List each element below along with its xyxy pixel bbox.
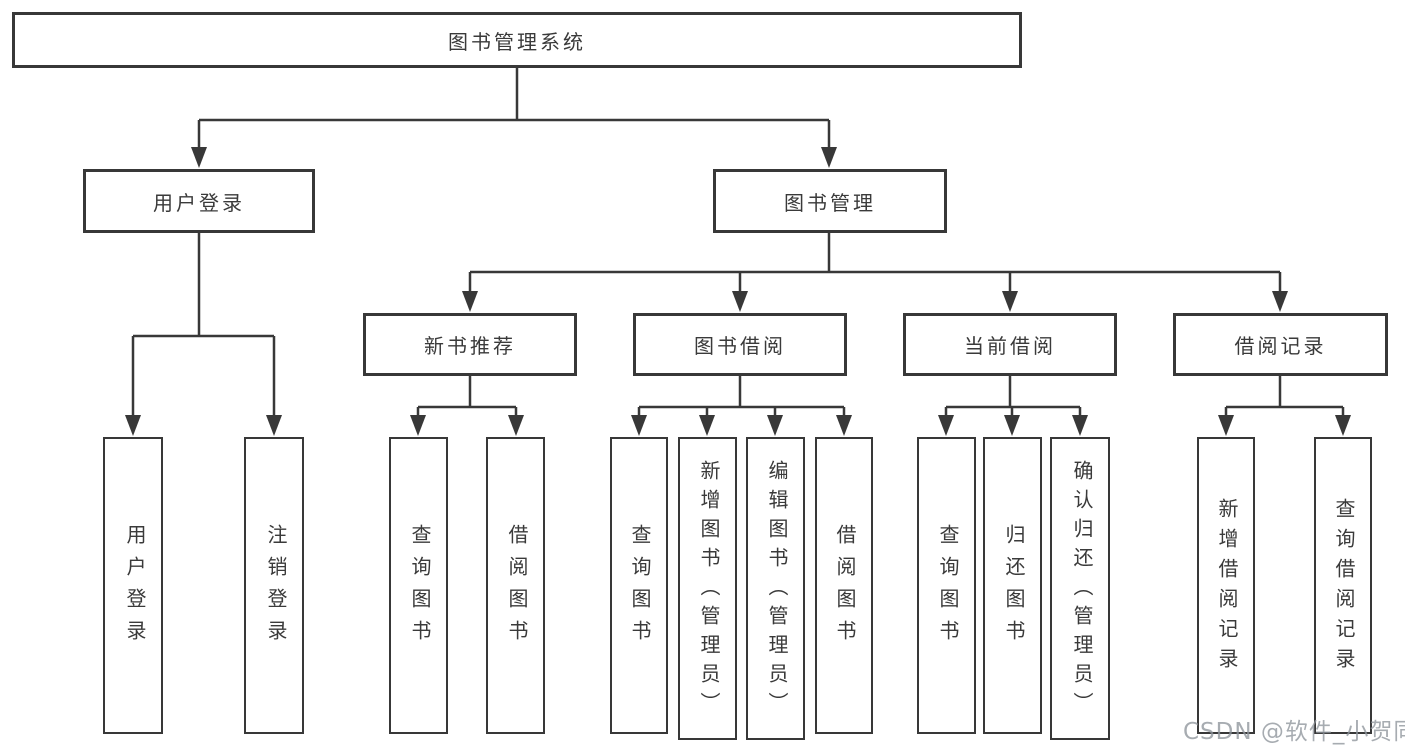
leaf-query-books-borrowing: 查询图书 — [610, 437, 668, 734]
leaf-query-borrow-record: 查询借阅记录 — [1314, 437, 1372, 734]
node-new-book-recommend: 新书推荐 — [363, 313, 577, 376]
node-borrowing-records: 借阅记录 — [1173, 313, 1388, 376]
leaf-return-books: 归还图书 — [983, 437, 1042, 734]
leaf-add-borrow-record: 新增借阅记录 — [1197, 437, 1255, 734]
leaf-add-books-admin: 新增图书（管理员） — [678, 437, 737, 740]
leaf-confirm-return-admin: 确认归还（管理员） — [1050, 437, 1110, 740]
csdn-watermark: CSDN @软件_小贺同学 — [1183, 719, 1405, 745]
leaf-user-login: 用户登录 — [103, 437, 163, 734]
leaf-query-books-current: 查询图书 — [917, 437, 976, 734]
node-root-system: 图书管理系统 — [12, 12, 1022, 68]
leaf-borrow-books-recommend: 借阅图书 — [486, 437, 545, 734]
leaf-logout: 注销登录 — [244, 437, 304, 734]
leaf-query-books-recommend: 查询图书 — [389, 437, 448, 734]
node-current-borrowing: 当前借阅 — [903, 313, 1117, 376]
node-book-management: 图书管理 — [713, 169, 947, 233]
node-user-login: 用户登录 — [83, 169, 315, 233]
leaf-borrow-books-borrowing: 借阅图书 — [815, 437, 873, 734]
node-book-borrowing: 图书借阅 — [633, 313, 847, 376]
leaf-edit-books-admin: 编辑图书（管理员） — [746, 437, 805, 740]
